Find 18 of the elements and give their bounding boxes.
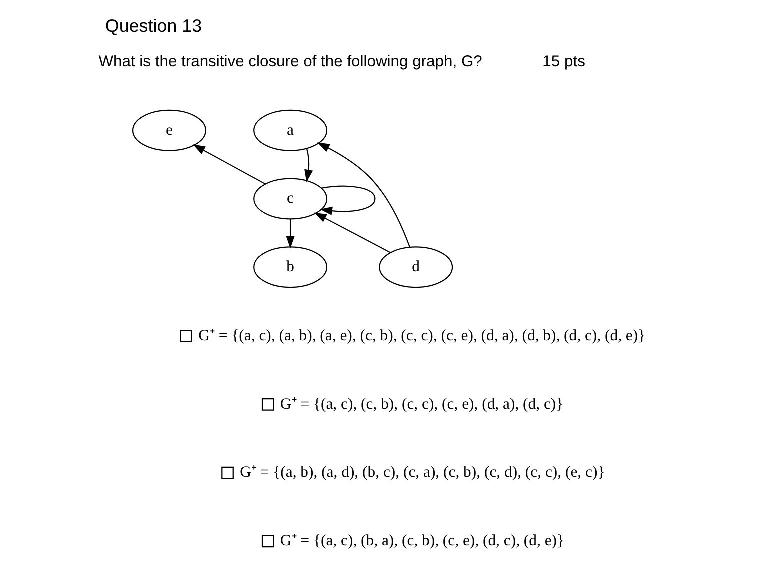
label: G⁺ = {(a, c), (c, b), (c, c), (c, e), (d, a), (d, c)} <box>280 396 564 413</box>
arrow <box>286 219 294 249</box>
arrow <box>192 144 266 185</box>
label: G⁺ = {(a, c), (b, a), (c, b), (c, e), (d, c), (d, e)} <box>280 532 564 550</box>
arrow <box>314 212 390 254</box>
arrow <box>320 186 376 216</box>
node-ellipse: b <box>253 246 328 288</box>
node-ellipse: a <box>253 110 328 152</box>
diagram-title: Question 13 <box>104 16 202 36</box>
node-ellipse: d <box>378 246 453 288</box>
arrow <box>317 142 410 248</box>
node-ellipse: e <box>132 110 206 152</box>
label: G⁺ = {(a, b), (a, d), (b, c), (c, a), (c, b), (c, d), (c, c), (e, c)} <box>240 464 605 482</box>
label: 15 pts <box>542 53 585 70</box>
arrow <box>304 148 313 182</box>
node-ellipse: c <box>253 178 328 220</box>
label: G⁺ = {(a, c), (a, b), (a, e), (c, b), (c, c), (c, e), (d, a), (d, b), (d, c), (d, e)} <box>198 327 646 344</box>
label: What is the transitive closure of the following graph, G? <box>98 53 482 70</box>
